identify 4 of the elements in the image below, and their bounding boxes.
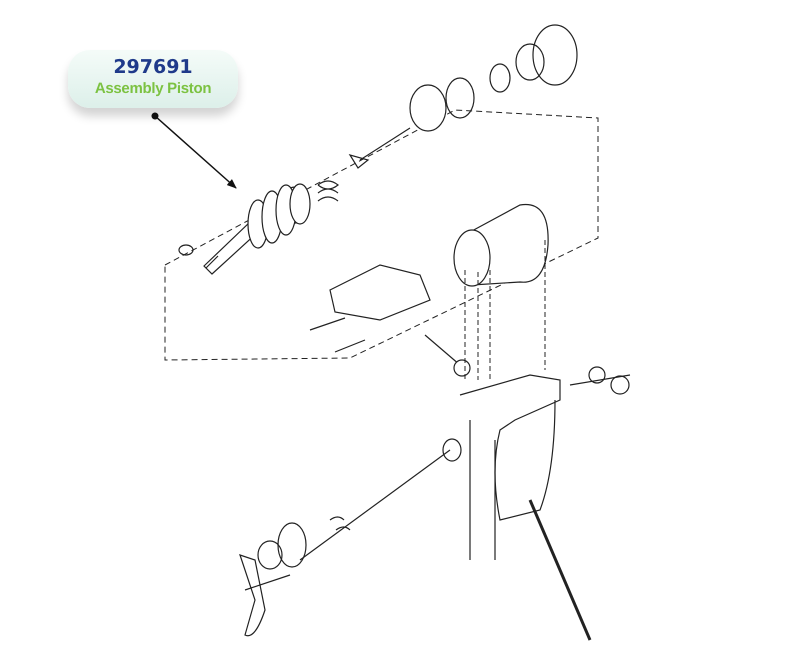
leader-line xyxy=(152,112,237,189)
part-name: Assembly Piston xyxy=(94,80,212,97)
part-number: 297691 xyxy=(113,56,193,78)
callout-card xyxy=(68,50,238,108)
